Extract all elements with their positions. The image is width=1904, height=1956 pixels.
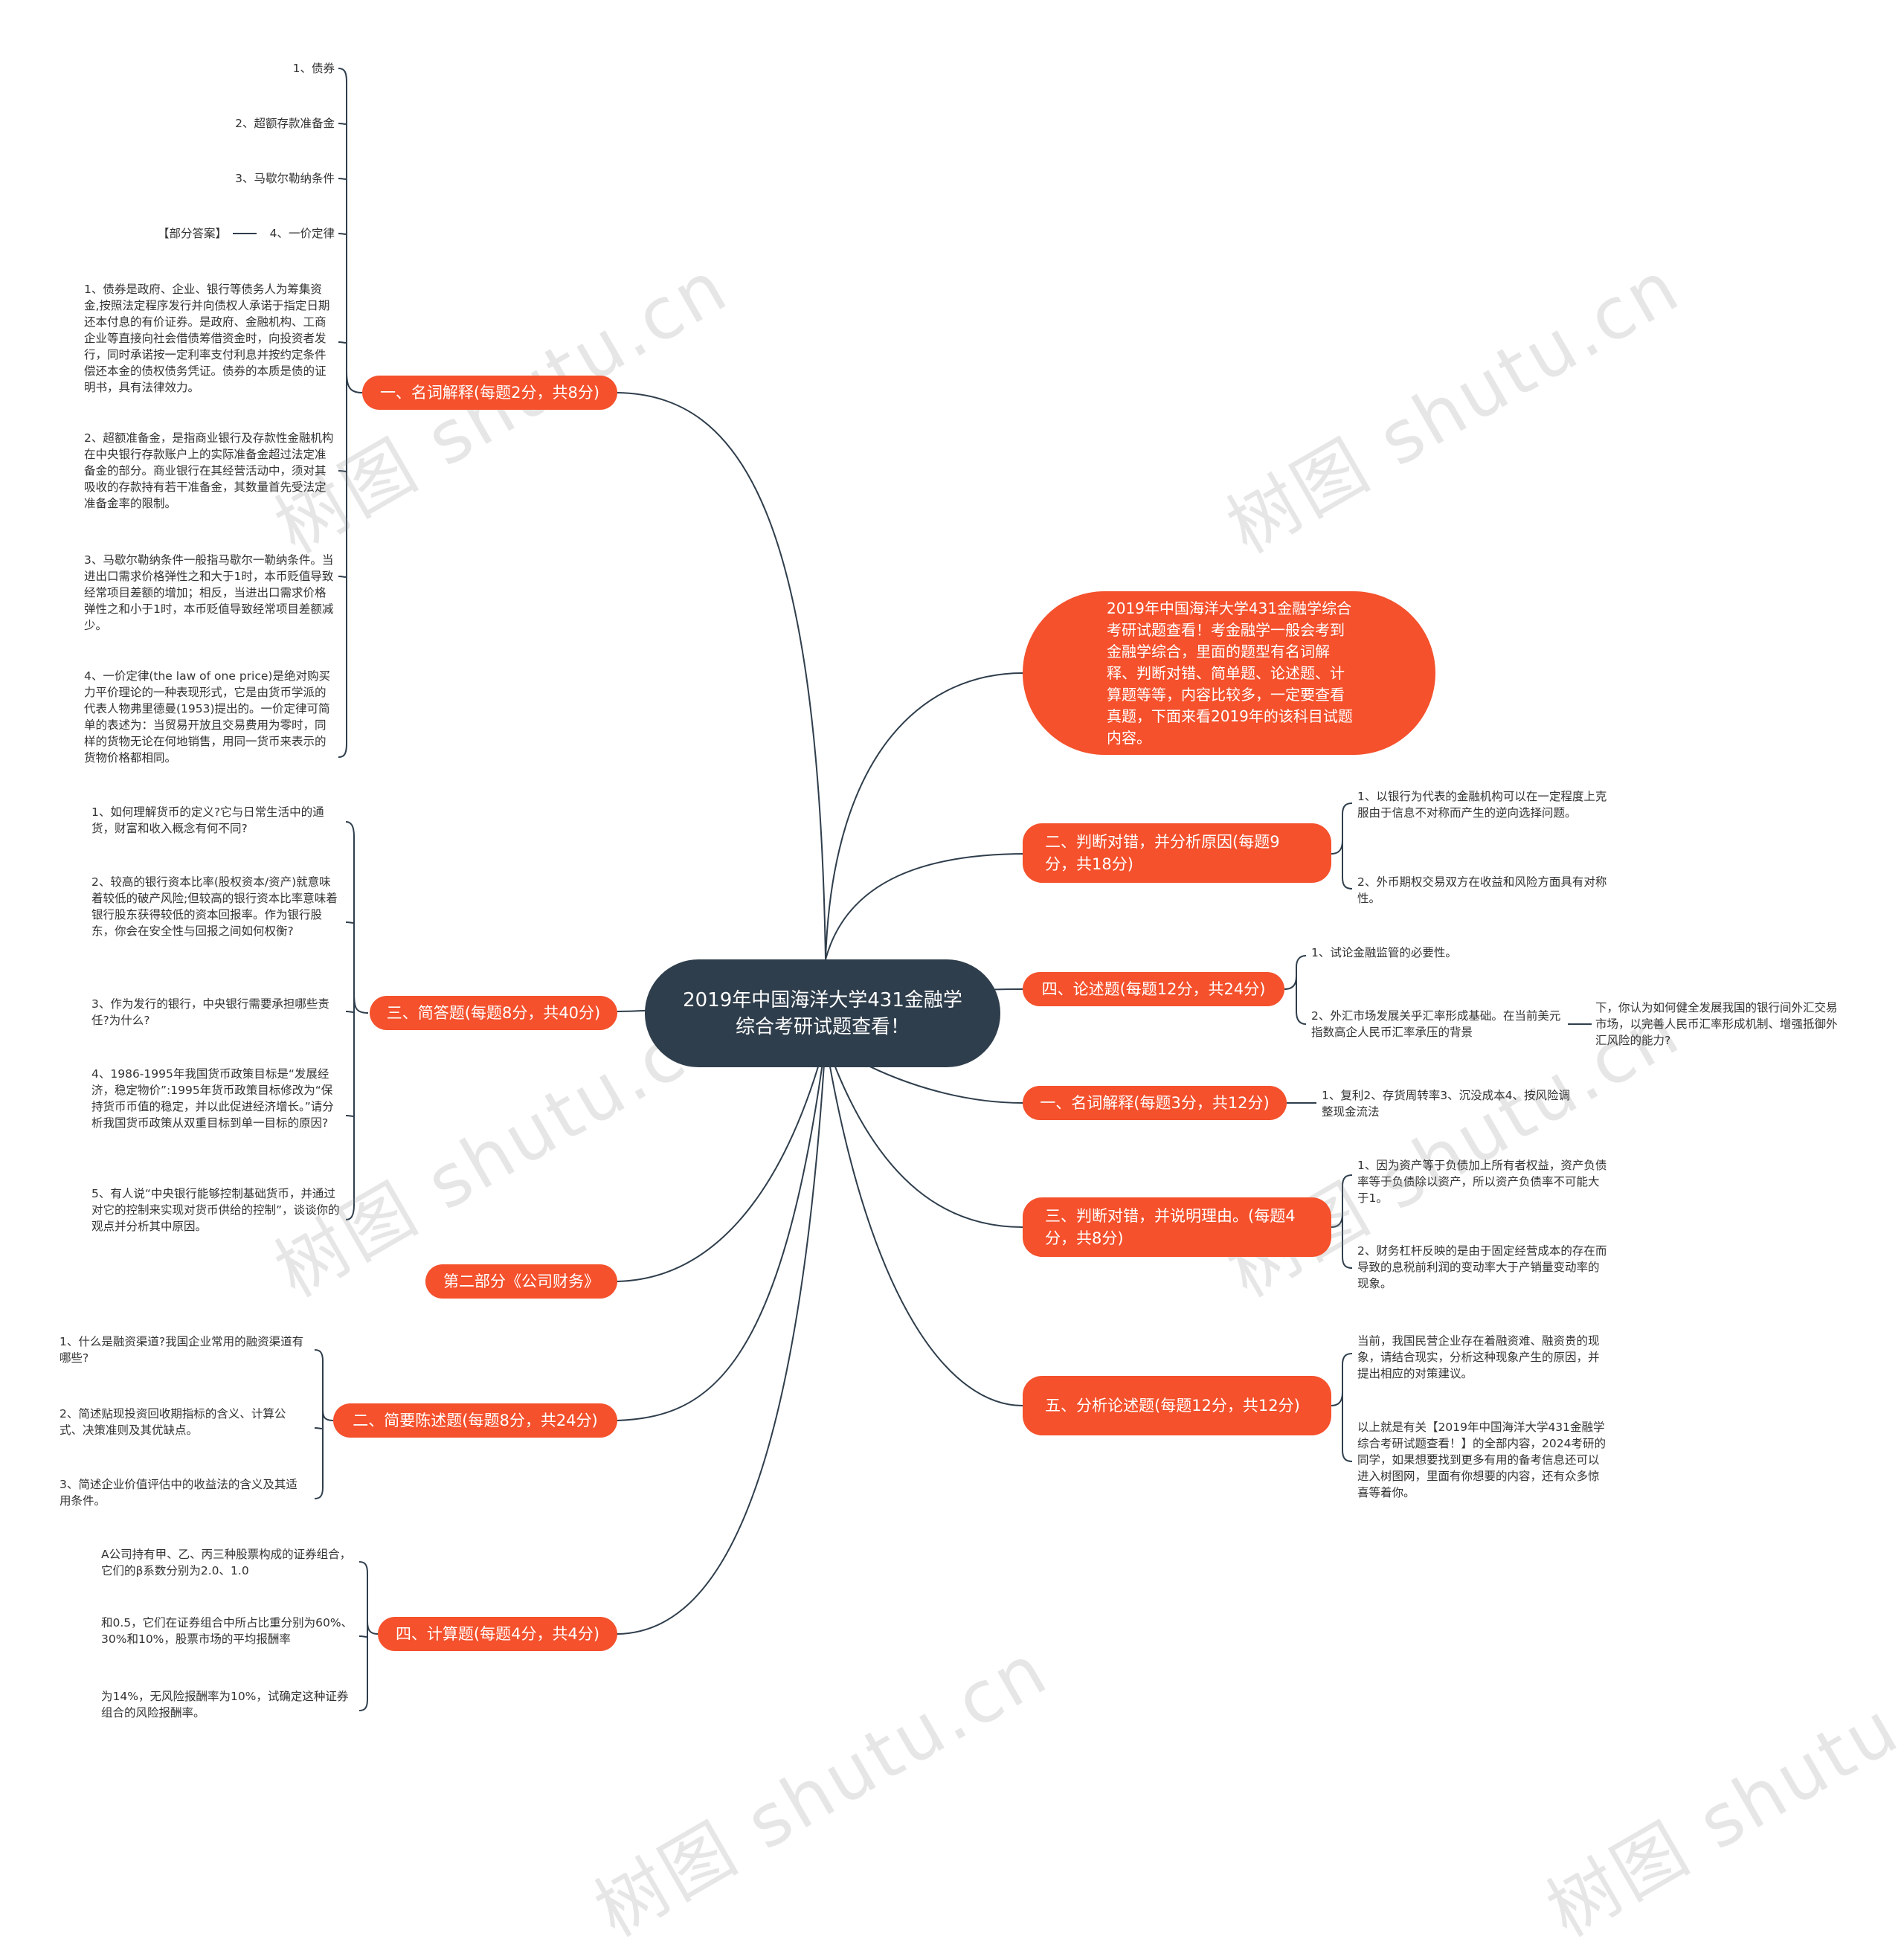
leaf-item: 1、什么是融资渠道?我国企业常用的融资渠道有哪些? (60, 1335, 304, 1365)
leaf-answer: 1、债券是政府、企业、银行等债务人为筹集资金,按照法定程序发行并向债权人承诺于指… (84, 283, 330, 394)
connector-lines (233, 68, 1592, 1711)
branch-terms-right[interactable]: 一、名词解释(每题3分，共12分) (1023, 1086, 1287, 1120)
leaf-item: 5、有人说“中央银行能够控制基础货币，并通过对它的控制来实现对货币供给的控制”，… (91, 1187, 340, 1233)
branch-essay[interactable]: 四、论述题(每题12分，共24分) (1023, 972, 1284, 1006)
leaf-item: 1、以银行为代表的金融机构可以在一定程度上克服由于信息不对称而产生的逆向选择问题… (1357, 790, 1607, 820)
leaf-item: 2、外汇市场发展关乎汇率形成基础。在当前美元指数高企人民币汇率承压的背景 (1311, 1009, 1561, 1039)
leaf-item: 2、财务杠杆反映的是由于固定经营成本的存在而导致的息税前利润的变动率大于产销量变… (1357, 1244, 1607, 1290)
branch-label: 二、简要陈述题(每题8分，共24分) (353, 1412, 598, 1429)
root-topic[interactable]: 2019年中国海洋大学431金融学综合考研试题查看！ (645, 959, 1000, 1067)
branch-label: 三、判断对错，并说明理由。(每题4分，共8分) (1045, 1207, 1296, 1247)
branch-label: 一、名词解释(每题3分，共12分) (1040, 1094, 1270, 1112)
leaf-item: 2、简述贴现投资回收期指标的含义、计算公式、决策准则及其优缺点。 (60, 1407, 286, 1437)
leaf-item: 1、因为资产等于负债加上所有者权益，资产负债率等于负债除以资产，所以资产负债率不… (1357, 1159, 1607, 1205)
branch-label: 第二部分《公司财务》 (443, 1273, 599, 1290)
intro-node[interactable]: 2019年中国海洋大学431金融学综合考研试题查看！考金融学一般会考到金融学综合… (1023, 591, 1435, 755)
leaf-answer: 3、马歇尔勒纳条件一般指马歇尔一勒纳条件。当进出口需求价格弹性之和大于1时，本币… (84, 553, 334, 632)
branch-label: 四、计算题(每题4分，共4分) (395, 1625, 600, 1643)
intro-text: 2019年中国海洋大学431金融学综合考研试题查看！考金融学一般会考到金融学综合… (1107, 599, 1353, 747)
answer-tag: 【部分答案】 (157, 227, 227, 240)
leaf-item: 和0.5，它们在证券组合中所占比重分别为60%、30%和10%，股票市场的平均报… (101, 1616, 353, 1646)
branch-label: 五、分析论述题(每题12分，共12分) (1045, 1397, 1300, 1415)
leaf-item: 1、试论金融监管的必要性。 (1311, 946, 1457, 959)
leaf-item: 4、1986-1995年我国货币政策目标是“发展经济，稳定物价”:1995年货币… (91, 1067, 334, 1130)
leaf-item: A公司持有甲、乙、丙三种股票构成的证券组合，它们的β系数分别为2.0、1.0 (101, 1548, 352, 1577)
branch-true-false-reason[interactable]: 二、判断对错，并分析原因(每题9分，共18分) (1023, 823, 1331, 883)
leaf-item: 4、一价定律 (269, 227, 335, 240)
branch-label: 一、名词解释(每题2分，共8分) (379, 384, 600, 402)
leaf-item: 2、超额存款准备金 (235, 117, 335, 130)
leaf-item: 2、外币期权交易双方在收益和风险方面具有对称性。 (1357, 875, 1607, 905)
branch-label: 三、简答题(每题8分，共40分) (386, 1004, 601, 1022)
mind-map: 树图 shutu.cn 树图 shutu.cn 树图 shutu.cn 树图 s… (60, 62, 1904, 1953)
leaf-answer: 2、超额准备金，是指商业银行及存款性金融机构在中央银行存款账户上的实际准备金超过… (84, 431, 334, 510)
root-title: 2019年中国海洋大学431金融学综合考研试题查看！ (683, 988, 962, 1038)
leaf-item: 3、简述企业价值评估中的收益法的含义及其适用条件。 (60, 1478, 298, 1508)
branch-analysis-essay[interactable]: 五、分析论述题(每题12分，共12分) (1023, 1376, 1331, 1435)
leaf-item: 以上就是有关【2019年中国海洋大学431金融学综合考研试题查看！】的全部内容，… (1357, 1421, 1606, 1499)
branch-label: 二、判断对错，并分析原因(每题9分，共18分) (1045, 833, 1280, 873)
leaf-item: 2、较高的银行资本比率(股权资本/资产)就意味着较低的破产风险;但较高的银行资本… (91, 875, 338, 938)
leaf-item: 3、作为发行的银行，中央银行需要承担哪些责任?为什么? (91, 997, 329, 1027)
leaf-item: 1、如何理解货币的定义?它与日常生活中的通货，财富和收入概念有何不同? (91, 805, 324, 835)
branch-short-answer[interactable]: 三、简答题(每题8分，共40分) (370, 996, 617, 1030)
branch-true-false-explain[interactable]: 三、判断对错，并说明理由。(每题4分，共8分) (1023, 1197, 1331, 1257)
branch-part-two[interactable]: 第二部分《公司财务》 (425, 1264, 617, 1299)
leaf-item: 当前，我国民营企业存在着融资难、融资贵的现象，请结合现实，分析这种现象产生的原因… (1357, 1334, 1600, 1380)
branch-terms-left[interactable]: 一、名词解释(每题2分，共8分) (362, 376, 617, 410)
leaf-item: 1、复利2、存货周转率3、沉没成本4、按风险调整现金流法 (1322, 1089, 1570, 1119)
leaf-answer: 4、一价定律(the law of one price)是绝对购买力平价理论的一… (84, 669, 330, 765)
leaf-item: 为14%，无风险报酬率为10%，试确定这种证券组合的风险报酬率。 (101, 1690, 349, 1719)
branch-brief-statement[interactable]: 二、简要陈述题(每题8分，共24分) (333, 1403, 617, 1438)
leaf-sub-item: 下，你认为如何健全发展我国的银行间外汇交易市场，以完善人民币汇率形成机制、增强抵… (1595, 1001, 1838, 1047)
leaf-item: 3、马歇尔勒纳条件 (235, 172, 335, 185)
leaf-item: 1、债券 (292, 62, 335, 75)
branch-label: 四、论述题(每题12分，共24分) (1041, 980, 1266, 998)
branch-calculation[interactable]: 四、计算题(每题4分，共4分) (378, 1617, 617, 1651)
